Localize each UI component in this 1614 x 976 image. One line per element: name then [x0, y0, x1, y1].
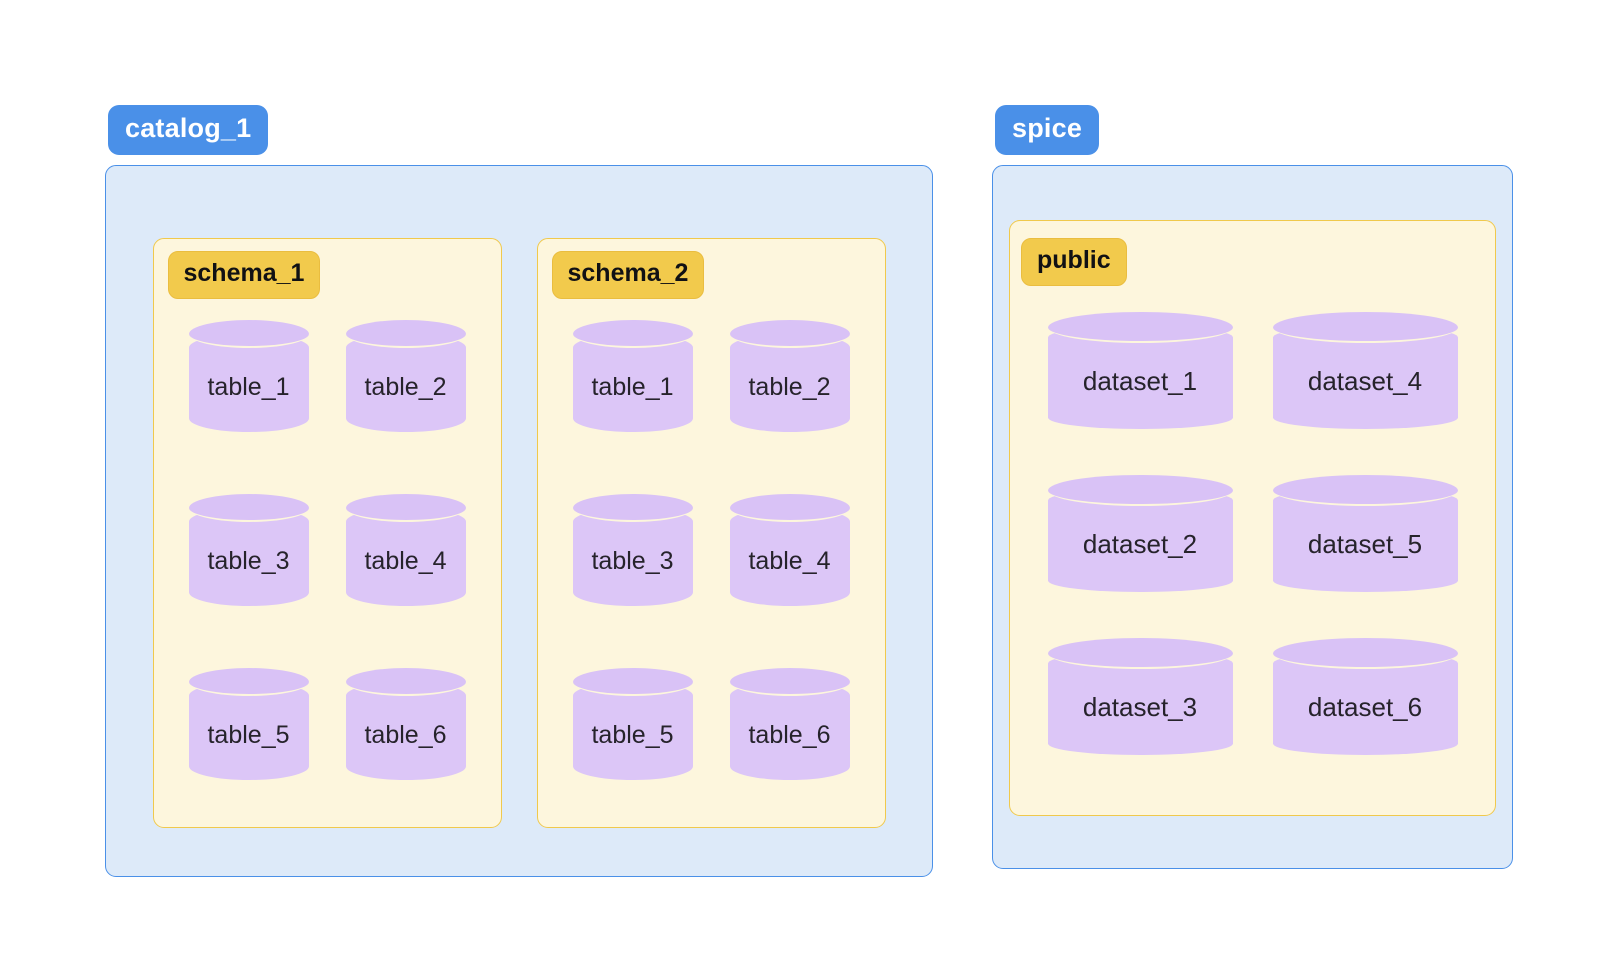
table-cylinder[interactable]: table_5: [572, 668, 693, 780]
cylinder-top-ellipse: [345, 668, 466, 696]
database-cylinder-icon: [1272, 489, 1458, 592]
table-cylinder[interactable]: table_2: [729, 320, 850, 432]
cylinder-top-ellipse: [1272, 475, 1458, 506]
database-cylinder-icon: [729, 334, 850, 432]
dataset-cylinder[interactable]: dataset_4: [1272, 312, 1458, 429]
catalog-panel-catalog_1: schema_1 table_1 table_2: [105, 165, 933, 877]
table-cylinder[interactable]: table_4: [729, 494, 850, 606]
schema-badge-schema_1[interactable]: schema_1: [167, 251, 321, 299]
object-grid-schema_1: table_1 table_2 table_3: [154, 320, 501, 780]
object-grid-public: dataset_1 dataset_4 dataset_2: [1010, 312, 1495, 755]
table-cylinder[interactable]: table_3: [188, 494, 309, 606]
cylinder-top-ellipse: [188, 668, 309, 696]
table-cylinder[interactable]: table_2: [345, 320, 466, 432]
database-cylinder-icon: [729, 508, 850, 606]
cylinder-top-ellipse: [729, 320, 850, 348]
schema-panel-public: public dataset_1 dataset_4: [1009, 220, 1496, 816]
object-grid-schema_2: table_1 table_2 table_3: [538, 320, 885, 780]
database-cylinder-icon: [729, 682, 850, 780]
schema-panel-schema_1: schema_1 table_1 table_2: [152, 238, 502, 828]
database-cylinder-icon: [345, 508, 466, 606]
schema-badge-schema_2[interactable]: schema_2: [551, 251, 705, 299]
database-cylinder-icon: [572, 682, 693, 780]
cylinder-top-ellipse: [1272, 312, 1458, 343]
table-cylinder[interactable]: table_6: [729, 668, 850, 780]
cylinder-top-ellipse: [1272, 638, 1458, 669]
dataset-cylinder[interactable]: dataset_3: [1047, 638, 1233, 755]
cylinder-top-ellipse: [188, 494, 309, 522]
table-cylinder[interactable]: table_6: [345, 668, 466, 780]
table-cylinder[interactable]: table_4: [345, 494, 466, 606]
table-cylinder[interactable]: table_5: [188, 668, 309, 780]
cylinder-top-ellipse: [1047, 475, 1233, 506]
table-cylinder[interactable]: table_1: [572, 320, 693, 432]
database-cylinder-icon: [1047, 652, 1233, 755]
database-cylinder-icon: [1272, 326, 1458, 429]
schema-badge-public[interactable]: public: [1021, 238, 1127, 286]
cylinder-top-ellipse: [729, 494, 850, 522]
schema-row: public dataset_1 dataset_4: [993, 220, 1512, 816]
catalog-group-catalog_1: catalog_1 schema_1 table_1 table_2: [105, 105, 933, 877]
database-cylinder-icon: [572, 334, 693, 432]
table-cylinder[interactable]: table_1: [188, 320, 309, 432]
cylinder-top-ellipse: [572, 320, 693, 348]
database-cylinder-icon: [1272, 652, 1458, 755]
cylinder-top-ellipse: [729, 668, 850, 696]
dataset-cylinder[interactable]: dataset_5: [1272, 475, 1458, 592]
database-cylinder-icon: [188, 508, 309, 606]
table-cylinder[interactable]: table_3: [572, 494, 693, 606]
database-cylinder-icon: [1047, 489, 1233, 592]
cylinder-top-ellipse: [572, 494, 693, 522]
catalog-badge-spice[interactable]: spice: [995, 105, 1100, 155]
dataset-cylinder[interactable]: dataset_1: [1047, 312, 1233, 429]
database-cylinder-icon: [345, 334, 466, 432]
catalog-panel-spice: public dataset_1 dataset_4: [992, 165, 1513, 869]
dataset-cylinder[interactable]: dataset_6: [1272, 638, 1458, 755]
cylinder-top-ellipse: [188, 320, 309, 348]
database-cylinder-icon: [188, 682, 309, 780]
cylinder-top-ellipse: [345, 494, 466, 522]
catalog-group-spice: spice public dataset_1 dataset_4: [992, 105, 1513, 869]
cylinder-top-ellipse: [1047, 312, 1233, 343]
catalog-badge-catalog_1[interactable]: catalog_1: [108, 105, 269, 155]
cylinder-top-ellipse: [572, 668, 693, 696]
schema-row: schema_1 table_1 table_2: [106, 238, 932, 828]
cylinder-top-ellipse: [1047, 638, 1233, 669]
database-cylinder-icon: [188, 334, 309, 432]
database-cylinder-icon: [572, 508, 693, 606]
dataset-cylinder[interactable]: dataset_2: [1047, 475, 1233, 592]
database-cylinder-icon: [1047, 326, 1233, 429]
schema-panel-schema_2: schema_2 table_1 table_2: [536, 238, 886, 828]
database-cylinder-icon: [345, 682, 466, 780]
cylinder-top-ellipse: [345, 320, 466, 348]
